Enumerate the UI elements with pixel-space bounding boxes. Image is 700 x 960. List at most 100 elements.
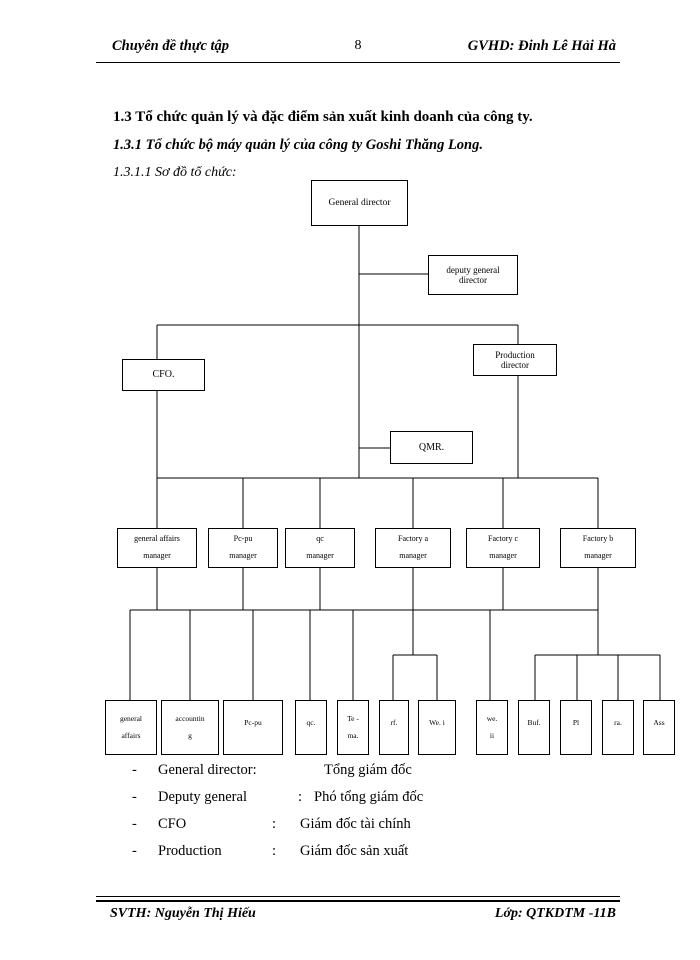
org-node-production-director-label: Production director	[495, 349, 535, 370]
org-node-manager-pc-pu[interactable]: Pc-pu manager	[208, 528, 278, 568]
legend-bullet: -	[132, 789, 137, 805]
org-node-manager-factory-a[interactable]: Factory a manager	[375, 528, 451, 568]
org-node-manager-factory-b[interactable]: Factory b manager	[560, 528, 636, 568]
leaf-line-2: ii	[489, 730, 495, 740]
footer-right-text: Lớp: QTKDTM -11B	[494, 906, 616, 921]
legend-term: CFO	[158, 816, 187, 832]
legend-term: Production	[158, 843, 222, 859]
org-node-manager-general-affairs-label: general affairs manager	[130, 533, 184, 562]
heading-1-3-1-1-number: 1.3.1.1	[113, 165, 152, 180]
org-node-leaf-rf[interactable]: rf.	[379, 700, 409, 755]
leaf-line-2: ma.	[347, 730, 359, 740]
manager-line-1: Pc-pu	[233, 533, 253, 543]
org-chart-legend: - General director: Tổng giám đốc - Depu…	[132, 762, 552, 870]
org-node-leaf-rf-label: rf.	[387, 718, 402, 736]
header-page-number: 8	[354, 38, 362, 53]
manager-line-1: Factory a	[398, 533, 428, 543]
leaf-line-1: Pl	[572, 718, 580, 728]
leaf-line-2: affairs	[121, 730, 141, 740]
manager-line-2: manager	[399, 551, 427, 561]
leaf-line-2: g	[188, 730, 192, 740]
legend-item: - General director: Tổng giám đốc	[132, 762, 552, 789]
legend-definition: Phó tổng giám đốc	[314, 789, 424, 805]
heading-1-3-1-1: 1.3.1.1 Sơ đồ tổ chức:	[113, 165, 237, 181]
legend-item: - Production : Giám đốc sản xuất	[132, 843, 552, 870]
org-node-leaf-accounting[interactable]: accountin g	[161, 700, 219, 755]
org-node-leaf-we-ii[interactable]: we. ii	[476, 700, 508, 755]
org-node-leaf-ra[interactable]: ra.	[602, 700, 634, 755]
leaf-line-1: rf.	[390, 718, 398, 728]
manager-line-1: qc	[316, 533, 324, 543]
legend-definition: Giám đốc tài chính	[300, 816, 411, 832]
footer-divider-thick	[96, 900, 620, 902]
org-node-qmr-label: QMR.	[418, 441, 445, 453]
org-node-leaf-pl-label: Pl	[569, 718, 583, 736]
leaf-line-1: Ass	[653, 718, 665, 728]
legend-item: - Deputy general : Phó tổng giám đốc	[132, 789, 552, 816]
org-node-leaf-te-ma[interactable]: Te - ma.	[337, 700, 369, 755]
footer-left-text: SVTH: Nguyễn Thị Hiếu	[110, 906, 256, 921]
header-left-text: Chuyên đề thực tập	[112, 38, 230, 54]
org-node-leaf-we-i[interactable]: We. i	[418, 700, 456, 755]
org-node-leaf-pc-pu-label: Pc-pu	[240, 718, 266, 736]
leaf-line-1: we.	[486, 713, 498, 723]
org-node-leaf-accounting-label: accountin g	[171, 714, 208, 740]
org-node-leaf-ra-label: ra.	[610, 718, 626, 736]
org-node-manager-qc-label: qc manager	[302, 533, 338, 562]
manager-line-2: manager	[143, 551, 171, 561]
legend-bullet: -	[132, 843, 137, 859]
legend-colon: :	[272, 843, 277, 859]
org-node-leaf-general-affairs[interactable]: general affairs	[105, 700, 157, 755]
org-node-deputy-general-director[interactable]: deputy general director	[428, 255, 518, 295]
org-node-leaf-buf[interactable]: Buf.	[518, 700, 550, 755]
org-node-general-director[interactable]: General director	[311, 180, 408, 226]
leaf-line-1: Buf.	[527, 718, 541, 728]
org-node-leaf-general-affairs-label: general affairs	[116, 713, 146, 740]
heading-1-3-1: 1.3.1 Tổ chức bộ máy quản lý của công ty…	[113, 137, 483, 153]
manager-line-1: Factory c	[488, 533, 518, 543]
legend-definition: Tổng giám đốc	[324, 762, 412, 778]
page-footer: SVTH: Nguyễn Thị Hiếu Lớp: QTKDTM -11B	[96, 906, 620, 928]
org-node-general-director-label: General director	[328, 197, 391, 208]
legend-term: Deputy general	[158, 789, 247, 805]
org-node-manager-factory-c[interactable]: Factory c manager	[466, 528, 540, 568]
org-node-manager-factory-b-label: Factory b manager	[579, 533, 617, 562]
legend-definition: Giám đốc sản xuất	[300, 843, 409, 859]
heading-1-3-1-1-text: Sơ đồ tổ chức:	[155, 165, 237, 180]
org-node-leaf-ass[interactable]: Ass	[643, 700, 675, 755]
org-node-leaf-pl[interactable]: Pl	[560, 700, 592, 755]
org-node-manager-factory-a-label: Factory a manager	[394, 533, 432, 562]
org-node-leaf-buf-label: Buf.	[523, 718, 544, 736]
org-node-leaf-we-ii-label: we. ii	[483, 713, 502, 740]
org-node-leaf-pc-pu[interactable]: Pc-pu	[223, 700, 283, 755]
legend-item: - CFO : Giám đốc tài chính	[132, 816, 552, 843]
heading-1-3: 1.3 Tổ chức quản lý và đặc điểm sản xuất…	[113, 109, 533, 125]
footer-divider-thin	[96, 896, 620, 897]
org-node-manager-pc-pu-label: Pc-pu manager	[225, 533, 261, 562]
legend-bullet: -	[132, 816, 137, 832]
legend-bullet: -	[132, 762, 137, 778]
legend-term: General director:	[158, 762, 257, 778]
org-node-deputy-general-director-label: deputy general director	[446, 264, 500, 285]
org-node-leaf-te-ma-label: Te - ma.	[343, 713, 363, 740]
manager-line-1: Factory b	[582, 533, 614, 543]
org-node-cfo[interactable]: CFO.	[122, 359, 205, 391]
leaf-line-1: ra.	[614, 718, 622, 728]
manager-line-2: manager	[306, 551, 334, 561]
org-node-leaf-ass-label: Ass	[649, 718, 668, 736]
org-node-production-director[interactable]: Production director	[473, 344, 557, 376]
manager-line-2: manager	[584, 551, 612, 561]
leaf-line-1: general	[119, 713, 143, 723]
org-node-manager-general-affairs[interactable]: general affairs manager	[117, 528, 197, 568]
manager-line-1: general affairs	[134, 533, 180, 543]
org-node-manager-qc[interactable]: qc manager	[285, 528, 355, 568]
org-node-leaf-we-i-label: We. i	[425, 718, 449, 736]
leaf-line-1: We. i	[429, 718, 445, 728]
org-node-qmr[interactable]: QMR.	[390, 431, 473, 464]
legend-colon: :	[272, 816, 277, 832]
org-node-manager-factory-c-label: Factory c manager	[484, 533, 522, 562]
org-node-leaf-qc[interactable]: qc.	[295, 700, 327, 755]
leaf-line-1: Te -	[347, 713, 359, 723]
manager-line-2: manager	[229, 551, 257, 561]
